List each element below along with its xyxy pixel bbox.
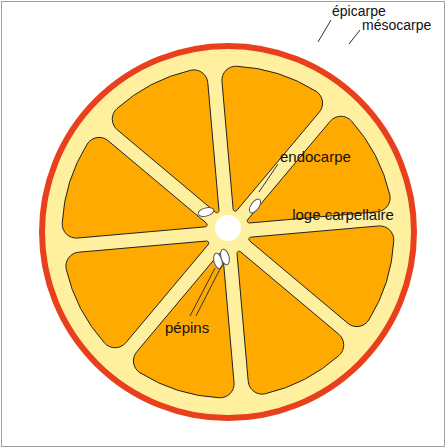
seed (219, 248, 231, 266)
carpel-segment (66, 241, 209, 348)
leader-line (190, 268, 215, 316)
center-core (213, 213, 243, 243)
segments (62, 66, 394, 398)
part-label: mésocarpe (362, 17, 431, 34)
leader-line (259, 164, 278, 192)
seed (197, 206, 215, 218)
orange-peel (42, 46, 414, 418)
carpel-segment (237, 251, 344, 394)
leader-line (196, 265, 222, 316)
seed (247, 197, 263, 215)
part-label: pépins (165, 319, 209, 337)
carpel-segment (112, 70, 219, 213)
leader-line (318, 20, 331, 42)
part-label: loge carpellaire (292, 206, 394, 224)
leader-line (349, 30, 360, 44)
part-label: endocarpe (280, 148, 351, 166)
